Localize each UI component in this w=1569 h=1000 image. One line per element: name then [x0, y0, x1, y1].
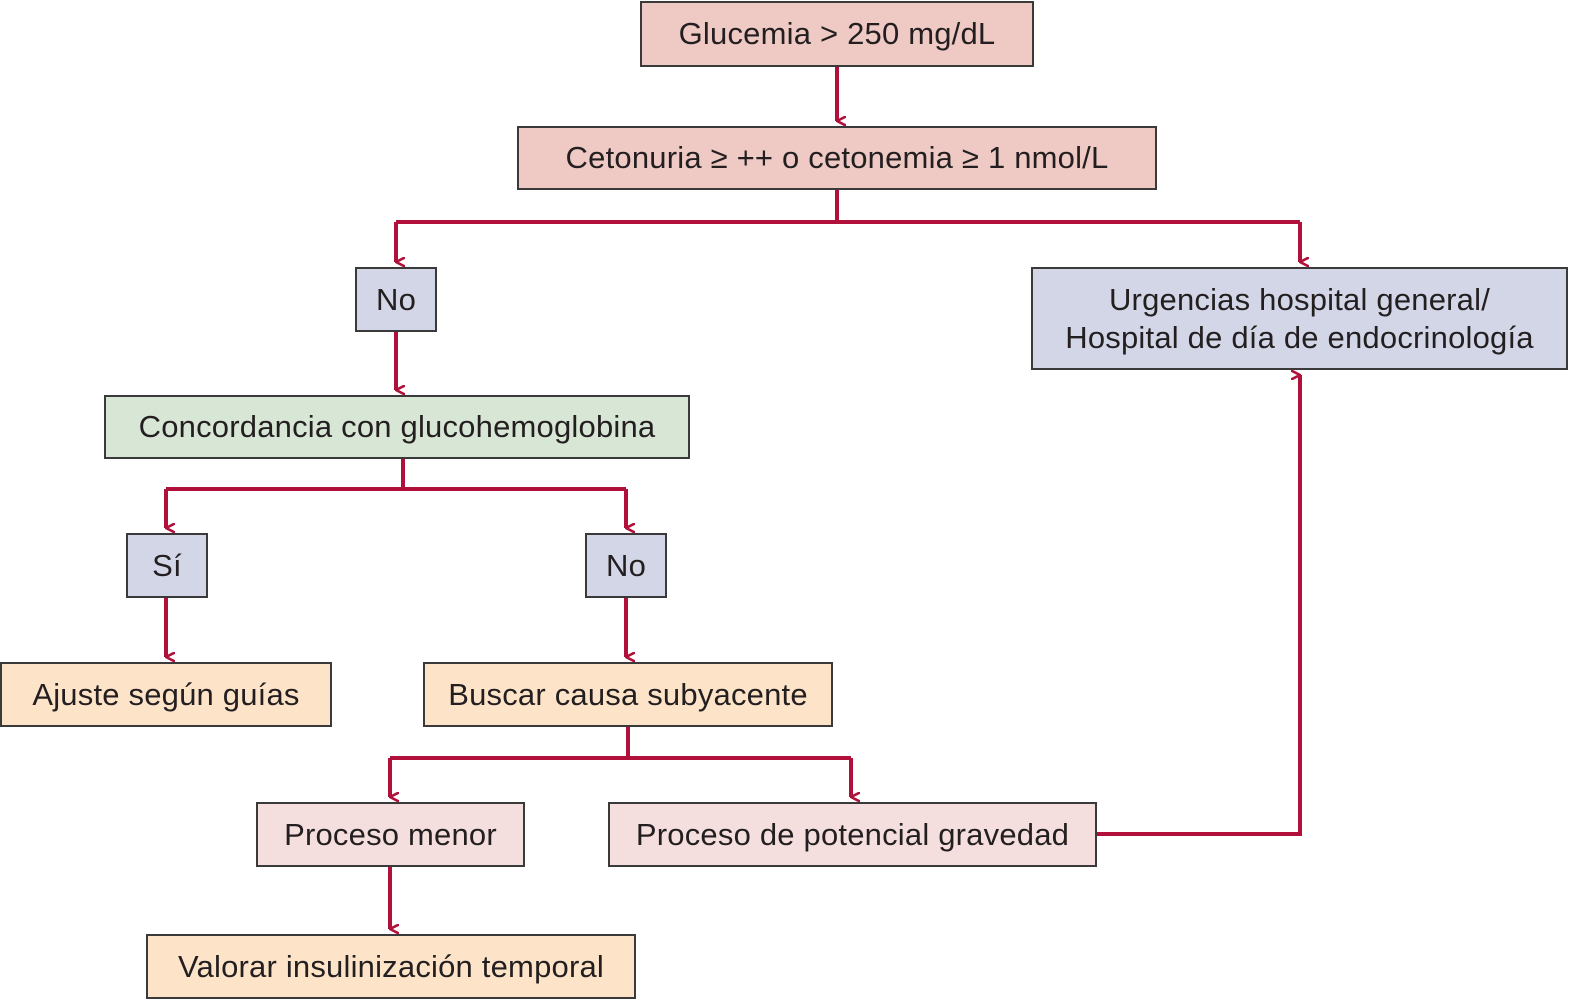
no-cetonuria-label: No: [375, 281, 417, 317]
ajuste-label: Ajuste según guías: [32, 676, 300, 712]
si-box: Sí: [126, 533, 208, 598]
urgencias-label-line2: Hospital de día de endocrinología: [1065, 319, 1534, 355]
valorar-label: Valorar insulinización temporal: [177, 948, 605, 984]
no-cetonuria-box: No: [355, 267, 437, 332]
proceso-menor-box: Proceso menor: [256, 802, 525, 867]
arrow-gravedad-to-urgencias: [1097, 375, 1302, 836]
buscar-causa-label: Buscar causa subyacente: [448, 676, 808, 712]
connector-lines: [164, 67, 1302, 929]
concordancia-label: Concordancia con glucohemoglobina: [138, 409, 656, 444]
cetonuria-label: Cetonuria ≥ ++ o cetonemia ≥ 1 nmol/L: [565, 140, 1109, 175]
no-concordancia-box: No: [585, 533, 667, 598]
no-concordancia-label: No: [605, 547, 647, 583]
proceso-menor-label: Proceso menor: [284, 816, 497, 852]
urgencias-label-line1: Urgencias hospital general/: [1108, 281, 1491, 317]
ajuste-box: Ajuste según guías: [0, 662, 332, 727]
glucemia-box: Glucemia > 250 mg/dL: [640, 1, 1034, 67]
si-label: Sí: [152, 547, 182, 583]
proceso-gravedad-label: Proceso de potencial gravedad: [635, 816, 1070, 852]
glucemia-label: Glucemia > 250 mg/dL: [678, 16, 996, 51]
buscar-causa-box: Buscar causa subyacente: [423, 662, 833, 727]
valorar-box: Valorar insulinización temporal: [146, 934, 636, 999]
cetonuria-box: Cetonuria ≥ ++ o cetonemia ≥ 1 nmol/L: [517, 126, 1157, 190]
concordancia-box: Concordancia con glucohemoglobina: [104, 395, 690, 459]
urgencias-box: Urgencias hospital general/ Hospital de …: [1031, 267, 1568, 370]
proceso-gravedad-box: Proceso de potencial gravedad: [608, 802, 1097, 867]
